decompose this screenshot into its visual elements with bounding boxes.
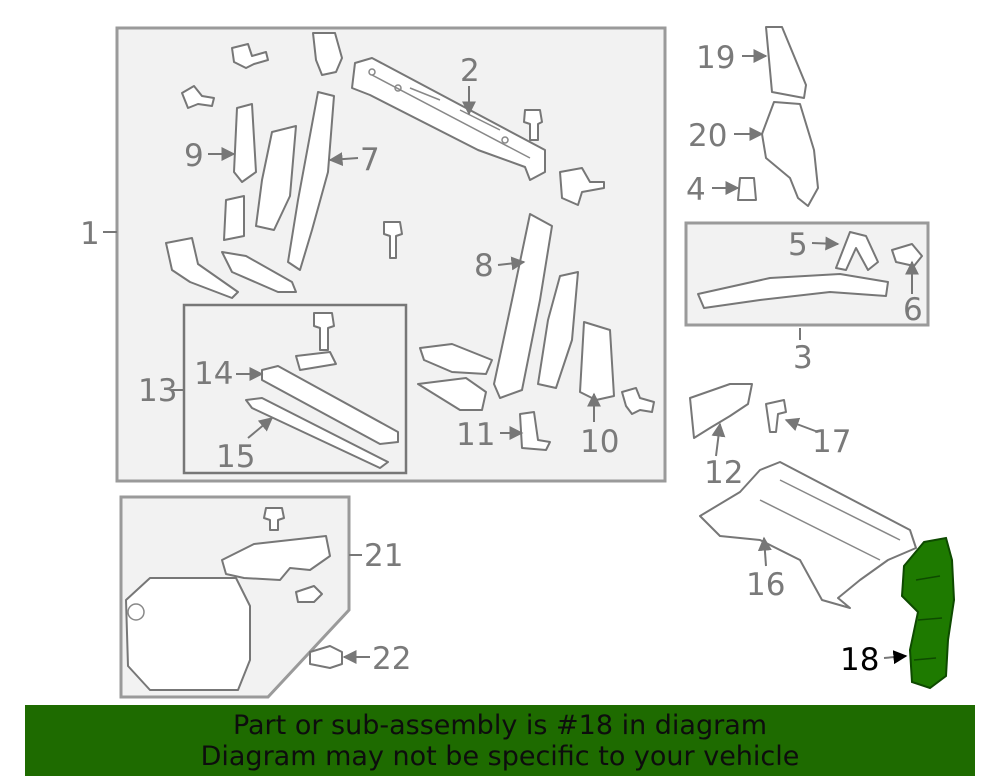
callout-2: 2 — [460, 53, 480, 89]
leader-lines — [103, 49, 919, 665]
part-12-bracket — [689, 383, 753, 439]
callout-20: 20 — [688, 118, 727, 154]
callout-15: 15 — [216, 439, 255, 475]
part-22-bolt — [309, 645, 343, 669]
lower-mid-bracket — [419, 343, 493, 375]
callout-13: 13 — [138, 373, 177, 409]
callout-9: 9 — [184, 138, 204, 174]
callout-10: 10 — [580, 424, 619, 460]
callout-8: 8 — [474, 248, 494, 284]
callout-4: 4 — [686, 172, 706, 208]
callout-11: 11 — [456, 417, 495, 453]
callout-12: 12 — [704, 455, 743, 491]
part-3-support — [697, 273, 889, 309]
bolt-icon — [181, 85, 215, 109]
callout-6: 6 — [903, 292, 923, 328]
callout-14: 14 — [194, 356, 233, 392]
part-14-bracket — [295, 351, 337, 371]
part-17-clip — [765, 399, 787, 433]
lower-mid-bracket-2 — [417, 377, 487, 411]
part-4-cushion — [737, 177, 757, 201]
callout-16: 16 — [746, 567, 785, 603]
banner-line-2: Diagram may not be specific to your vehi… — [200, 741, 800, 772]
part-11-bracket — [519, 411, 551, 451]
part-18-deflector — [900, 536, 956, 690]
part-9-bracket — [233, 103, 257, 183]
callout-1: 1 — [80, 216, 100, 252]
part-5-bracket — [835, 231, 879, 271]
part-16-cross-member — [699, 461, 917, 609]
bolt-icon — [263, 507, 285, 531]
bolt-icon — [523, 109, 543, 141]
part-20-duct — [761, 101, 819, 207]
bracket-icon — [559, 167, 605, 206]
callout-5: 5 — [788, 227, 808, 263]
banner-line-1: Part or sub-assembly is #18 in diagram — [232, 710, 768, 741]
part-8-pillar — [493, 213, 553, 399]
right-inner-panel — [537, 271, 579, 389]
info-banner: Part or sub-assembly is #18 in diagram D… — [25, 705, 975, 776]
lower-left-bracket-2 — [221, 251, 297, 293]
part-15-reinforcement — [245, 397, 389, 469]
group-box-3 — [684, 221, 930, 327]
callout-7: 7 — [360, 142, 380, 178]
callout-17: 17 — [812, 424, 851, 460]
part-19-bracket — [765, 26, 807, 99]
bracket-icon — [312, 32, 343, 76]
bolt-icon — [295, 585, 323, 603]
callout-3: 3 — [793, 340, 813, 376]
bolt-icon — [231, 43, 269, 69]
part-7-pillar — [287, 91, 335, 271]
left-panel — [255, 125, 297, 231]
radar-sensor — [125, 577, 251, 691]
bolt-icon — [313, 312, 335, 351]
part-10-plate — [579, 321, 615, 401]
part-2-upper-support — [351, 57, 546, 181]
bolt-icon — [383, 221, 403, 259]
lower-left-bracket — [165, 237, 239, 299]
callout-18: 18 — [840, 642, 879, 678]
small-bracket — [223, 195, 245, 241]
callout-22: 22 — [372, 641, 411, 677]
callout-21: 21 — [364, 538, 403, 574]
bolt-icon — [621, 387, 655, 415]
callout-19: 19 — [696, 40, 735, 76]
part-21-bracket — [221, 535, 331, 581]
